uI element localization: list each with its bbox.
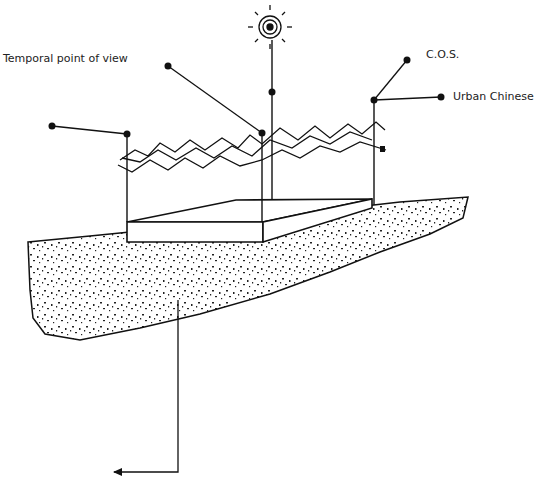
direction-arrow [114, 300, 178, 472]
callout-label: C.O.S. [425, 48, 460, 61]
posts [127, 40, 374, 222]
callout-label: Temporal point of view [2, 52, 129, 65]
ground [28, 197, 468, 340]
leader-dots [49, 57, 445, 153]
leader-lines [52, 60, 441, 134]
slab [127, 199, 372, 242]
canopy-scribble [118, 122, 386, 172]
callout-label: Urban Chinese [452, 90, 535, 103]
sun-symbol [248, 5, 292, 49]
